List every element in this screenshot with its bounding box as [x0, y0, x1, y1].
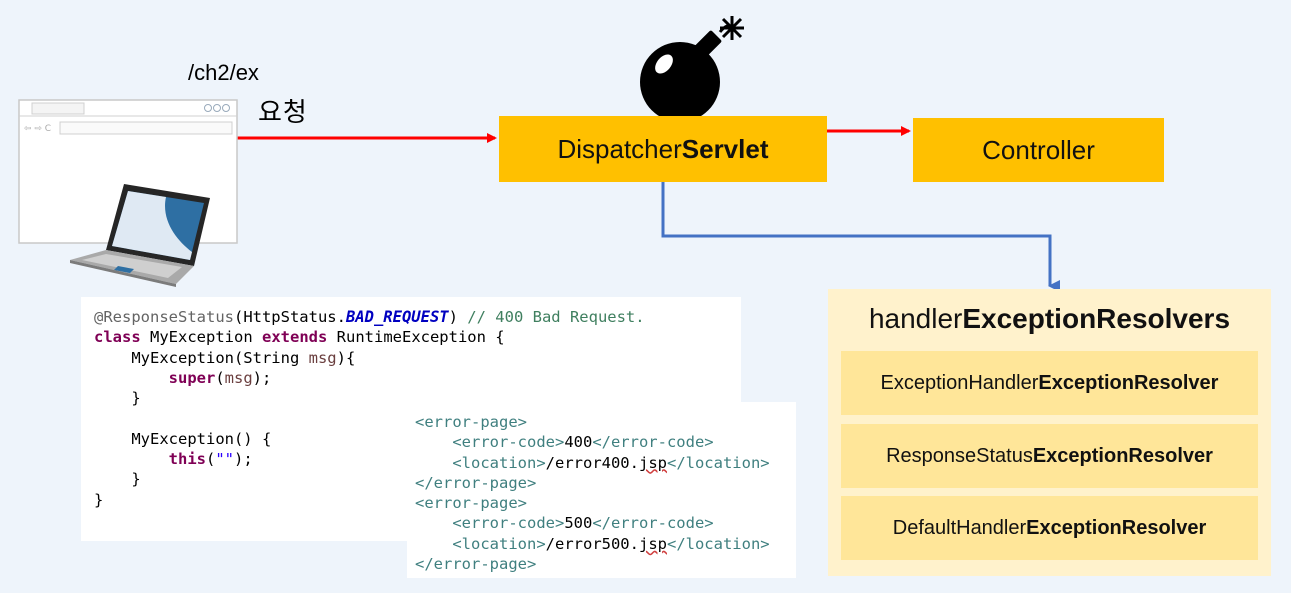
controller-label: Controller	[982, 134, 1095, 165]
code-annotation: @ResponseStatus	[94, 308, 234, 326]
resolver-bold: ExceptionResolver	[1038, 371, 1219, 394]
resolver-bold: ExceptionResolver	[1026, 516, 1207, 539]
code-line: <location>/error400.jsp</location>	[452, 453, 770, 472]
svg-text:⇦ ⇨ C: ⇦ ⇨ C	[24, 124, 51, 134]
code-line: </error-page>	[415, 473, 537, 492]
controller-box: Controller	[913, 118, 1164, 182]
dispatcher-bold: Servlet	[681, 133, 769, 164]
code-line: this("");	[168, 450, 253, 469]
code-line: super(msg);	[168, 368, 272, 387]
code-line: </error-page>	[415, 555, 537, 574]
code-line: class MyException extends RuntimeExcepti…	[94, 328, 505, 347]
code-line: }	[94, 490, 104, 509]
code-line: <error-page>	[415, 413, 527, 431]
code-line: <error-page>	[415, 494, 527, 513]
resolver-prefix: ResponseStatus	[886, 444, 1033, 467]
request-label: 요청	[258, 97, 308, 127]
code-line: @ResponseStatus(HttpStatus.BAD_REQUEST) …	[94, 308, 645, 326]
request-url: /ch2/ex	[188, 60, 259, 85]
resolvers-title: handlerExceptionResolvers	[828, 303, 1271, 335]
code-line: <error-code>500</error-code>	[452, 514, 714, 533]
resolvers-title-bold: ExceptionResolvers	[962, 303, 1231, 334]
code-line: }	[94, 470, 141, 489]
exception-arrow	[661, 182, 1060, 292]
exception-resolvers-panel: handlerExceptionResolvers ExceptionHandl…	[828, 289, 1271, 576]
code-line: MyException(String msg){	[94, 348, 356, 367]
code-comment: // 400 Bad Request.	[467, 308, 645, 326]
resolver-bold: ExceptionResolver	[1032, 444, 1213, 467]
laptop-icon	[70, 184, 210, 287]
code-line: <location>/error500.jsp</location>	[452, 534, 770, 553]
bomb-icon	[640, 16, 744, 122]
resolvers-title-prefix: handler	[868, 303, 963, 334]
code-line: <error-code>400</error-code>	[452, 433, 714, 452]
resolver-prefix: ExceptionHandler	[880, 371, 1039, 394]
code-line: }	[94, 389, 141, 408]
dispatcher-prefix: Dispatcher	[557, 133, 682, 164]
xml-code-snippet: <error-page> <error-code>400</error-code…	[407, 402, 796, 578]
resolver-prefix: DefaultHandler	[892, 516, 1027, 539]
code-line: MyException() {	[94, 429, 272, 448]
